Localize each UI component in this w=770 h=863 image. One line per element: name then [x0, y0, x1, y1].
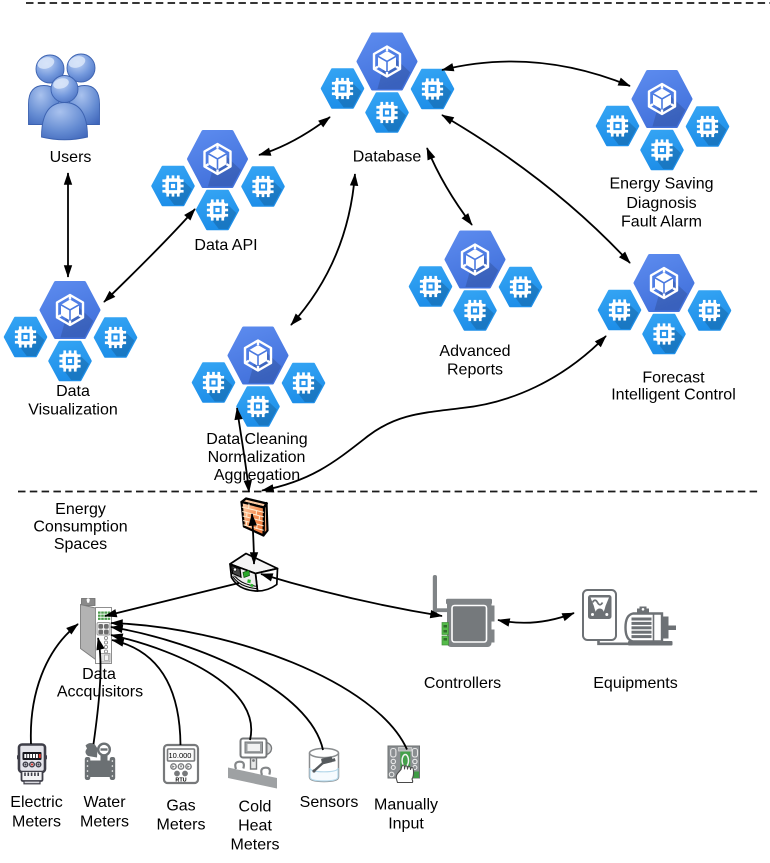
svg-text:Meters: Meters [80, 814, 129, 831]
svg-text:Data Cleaning: Data Cleaning [206, 431, 307, 448]
svg-text:Controllers: Controllers [424, 675, 501, 692]
svg-text:Meters: Meters [157, 817, 206, 834]
svg-text:Equipments: Equipments [593, 675, 678, 692]
svg-text:Forecast: Forecast [642, 370, 705, 387]
svg-text:Meters: Meters [12, 814, 61, 831]
svg-text:Fault Alarm: Fault Alarm [621, 214, 702, 231]
svg-text:Energy: Energy [55, 501, 106, 518]
svg-text:Electric: Electric [10, 794, 62, 811]
svg-text:Energy Saving: Energy Saving [609, 176, 713, 193]
svg-text:Input: Input [388, 816, 424, 833]
svg-text:Data API: Data API [194, 237, 257, 254]
svg-text:Data: Data [56, 383, 90, 400]
svg-text:Spaces: Spaces [54, 536, 107, 553]
svg-text:Cold: Cold [239, 799, 272, 816]
svg-text:Reports: Reports [447, 362, 503, 379]
svg-text:10.000: 10.000 [169, 751, 192, 760]
svg-text:Sensors: Sensors [300, 794, 359, 811]
svg-text:Users: Users [50, 149, 92, 166]
svg-text:Database: Database [353, 149, 422, 166]
svg-text:Consumption: Consumption [33, 519, 127, 536]
svg-text:Gas: Gas [166, 798, 195, 815]
svg-text:Water: Water [83, 794, 126, 811]
svg-text:Visualization: Visualization [28, 402, 118, 419]
svg-text:Meters: Meters [231, 837, 280, 854]
svg-text:Aggregation: Aggregation [214, 467, 300, 484]
svg-text:Advanced: Advanced [439, 343, 510, 360]
svg-text:Diagnosis: Diagnosis [626, 195, 696, 212]
svg-text:Data: Data [82, 666, 116, 683]
svg-text:Manually: Manually [374, 797, 438, 814]
svg-text:Normalization: Normalization [208, 449, 306, 466]
svg-text:RTU: RTU [175, 778, 186, 784]
svg-text:Heat: Heat [238, 818, 272, 835]
svg-text:Intelligent Control: Intelligent Control [611, 387, 736, 404]
